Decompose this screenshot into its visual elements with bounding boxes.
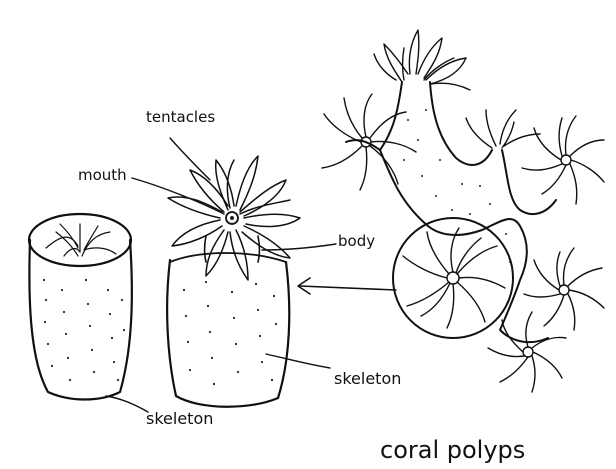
skeleton-left-leader	[106, 396, 148, 412]
colony-stipple	[403, 109, 511, 263]
polyp-in-skeleton	[167, 156, 300, 407]
tentacles-leader	[170, 138, 210, 180]
colony-polyp-right	[522, 116, 604, 204]
mouth-label: mouth	[78, 166, 127, 184]
skeleton-left-label: skeleton	[146, 409, 213, 428]
colony-polyp-upper-left	[322, 94, 416, 190]
tentacles-label: tentacles	[146, 108, 215, 126]
skeleton-cup-stipple	[43, 279, 125, 381]
colony-polyp-bottom	[488, 312, 566, 392]
leader-lines	[106, 138, 336, 412]
magnify-arrow	[298, 278, 396, 294]
colony-polyp-lower-right	[524, 248, 604, 330]
skeleton-center-label: skeleton	[334, 369, 401, 388]
colony-polyp-upper-middle	[466, 110, 540, 148]
colony-polyp-magnified	[403, 228, 505, 328]
coral-polyps-caption: coral polyps	[380, 436, 525, 464]
coral-colony	[322, 30, 604, 392]
body-label: body	[338, 232, 375, 250]
polyp-skeleton-stipple	[183, 281, 277, 385]
skeleton-center-leader	[266, 354, 330, 368]
colony-polyp-top	[374, 30, 470, 90]
magnified-view-circle	[393, 218, 513, 338]
body-leader	[262, 244, 336, 250]
empty-skeleton-cup	[29, 214, 132, 400]
